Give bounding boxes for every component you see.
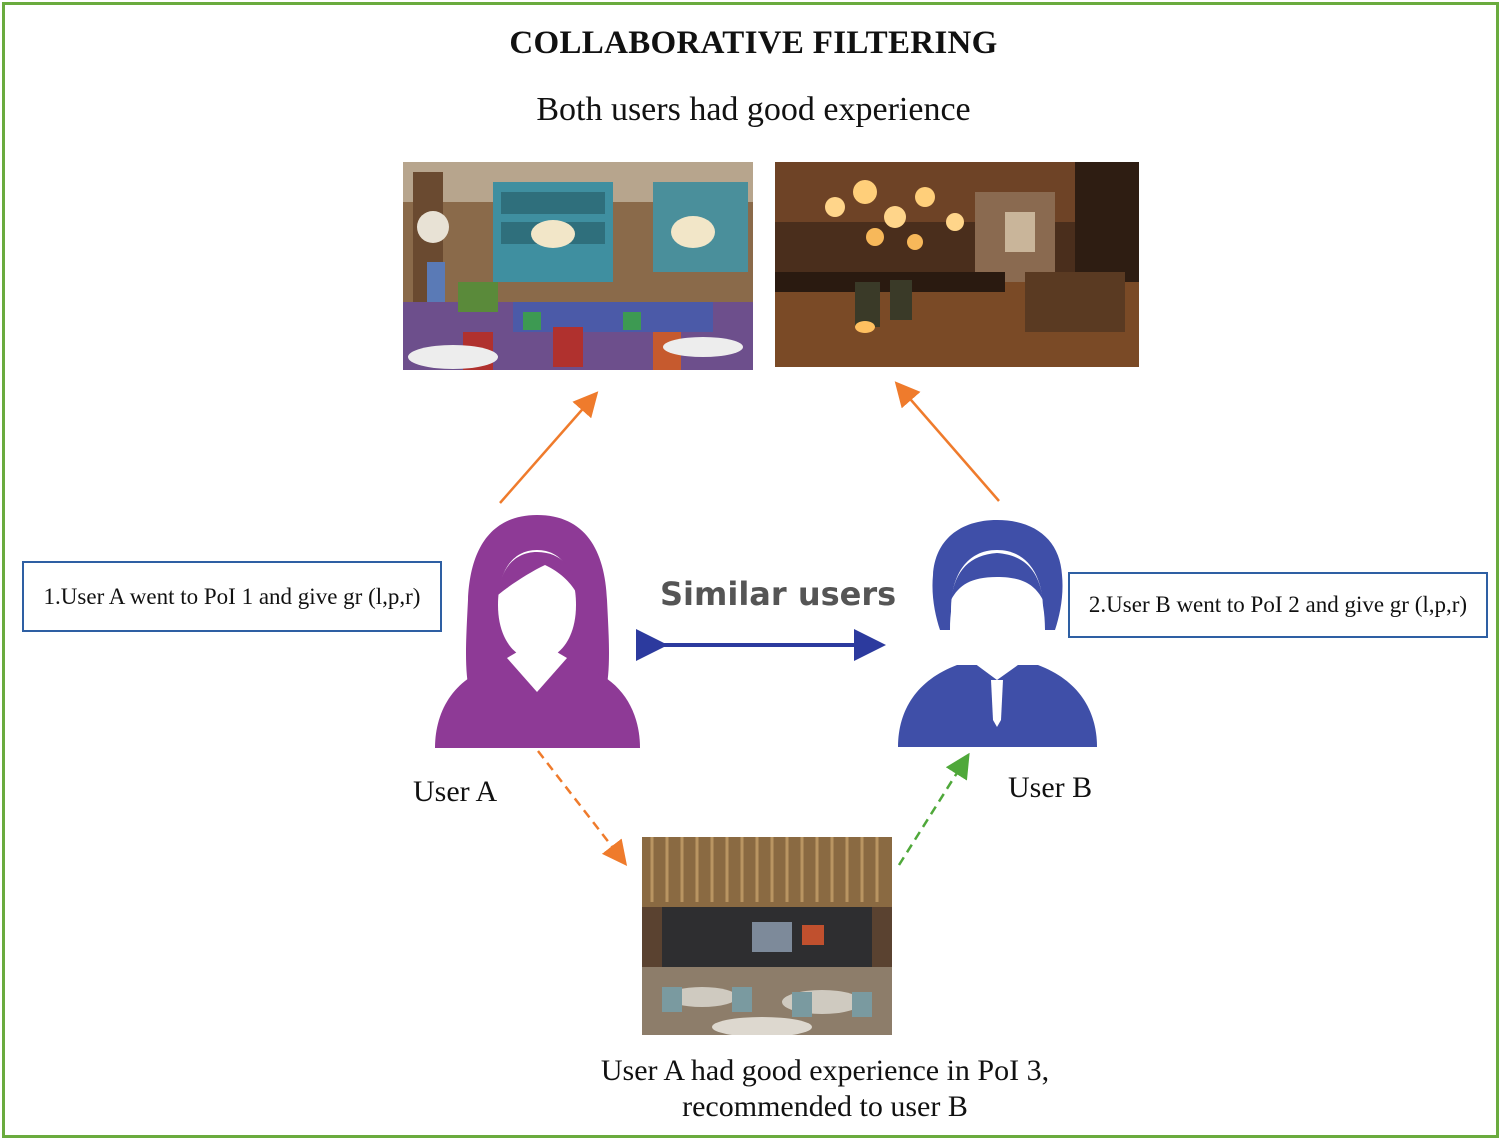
user-a-note: 1.User A went to PoI 1 and give gr (l,p,… xyxy=(22,561,442,632)
user-a-note-text: 1.User A went to PoI 1 and give gr (l,p,… xyxy=(43,583,421,609)
recommendation-line-2: recommended to user B xyxy=(682,1090,968,1123)
restaurant-photo-poi-2 xyxy=(775,162,1139,367)
user-b-label: User B xyxy=(1008,771,1093,804)
user-b-note: 2.User B went to PoI 2 and give gr (l,p,… xyxy=(1068,572,1488,638)
recommendation-text: User A had good experience in PoI 3, rec… xyxy=(525,1053,1125,1125)
diagram-title: COLLABORATIVE FILTERING xyxy=(509,25,998,61)
user-a-label: User A xyxy=(413,775,498,808)
restaurant-photo-poi-3 xyxy=(642,837,892,1035)
arrow-user-b-to-poi-2 xyxy=(894,381,1000,502)
restaurant-photo-poi-1 xyxy=(403,162,753,370)
diagram-subtitle: Both users had good experience xyxy=(536,91,971,128)
similar-users-label: Similar users xyxy=(660,575,897,613)
recommendation-line-1: User A had good experience in PoI 3, xyxy=(600,1054,1050,1087)
user-b-note-text: 2.User B went to PoI 2 and give gr (l,p,… xyxy=(1088,592,1468,617)
female-user-icon xyxy=(435,515,640,748)
connector-arrows xyxy=(499,381,1000,866)
male-user-icon xyxy=(898,520,1097,747)
arrow-user-a-to-poi-1 xyxy=(499,391,599,504)
arrow-poi-3-to-user-b xyxy=(897,752,970,866)
arrow-user-a-to-poi-3 xyxy=(537,750,628,866)
